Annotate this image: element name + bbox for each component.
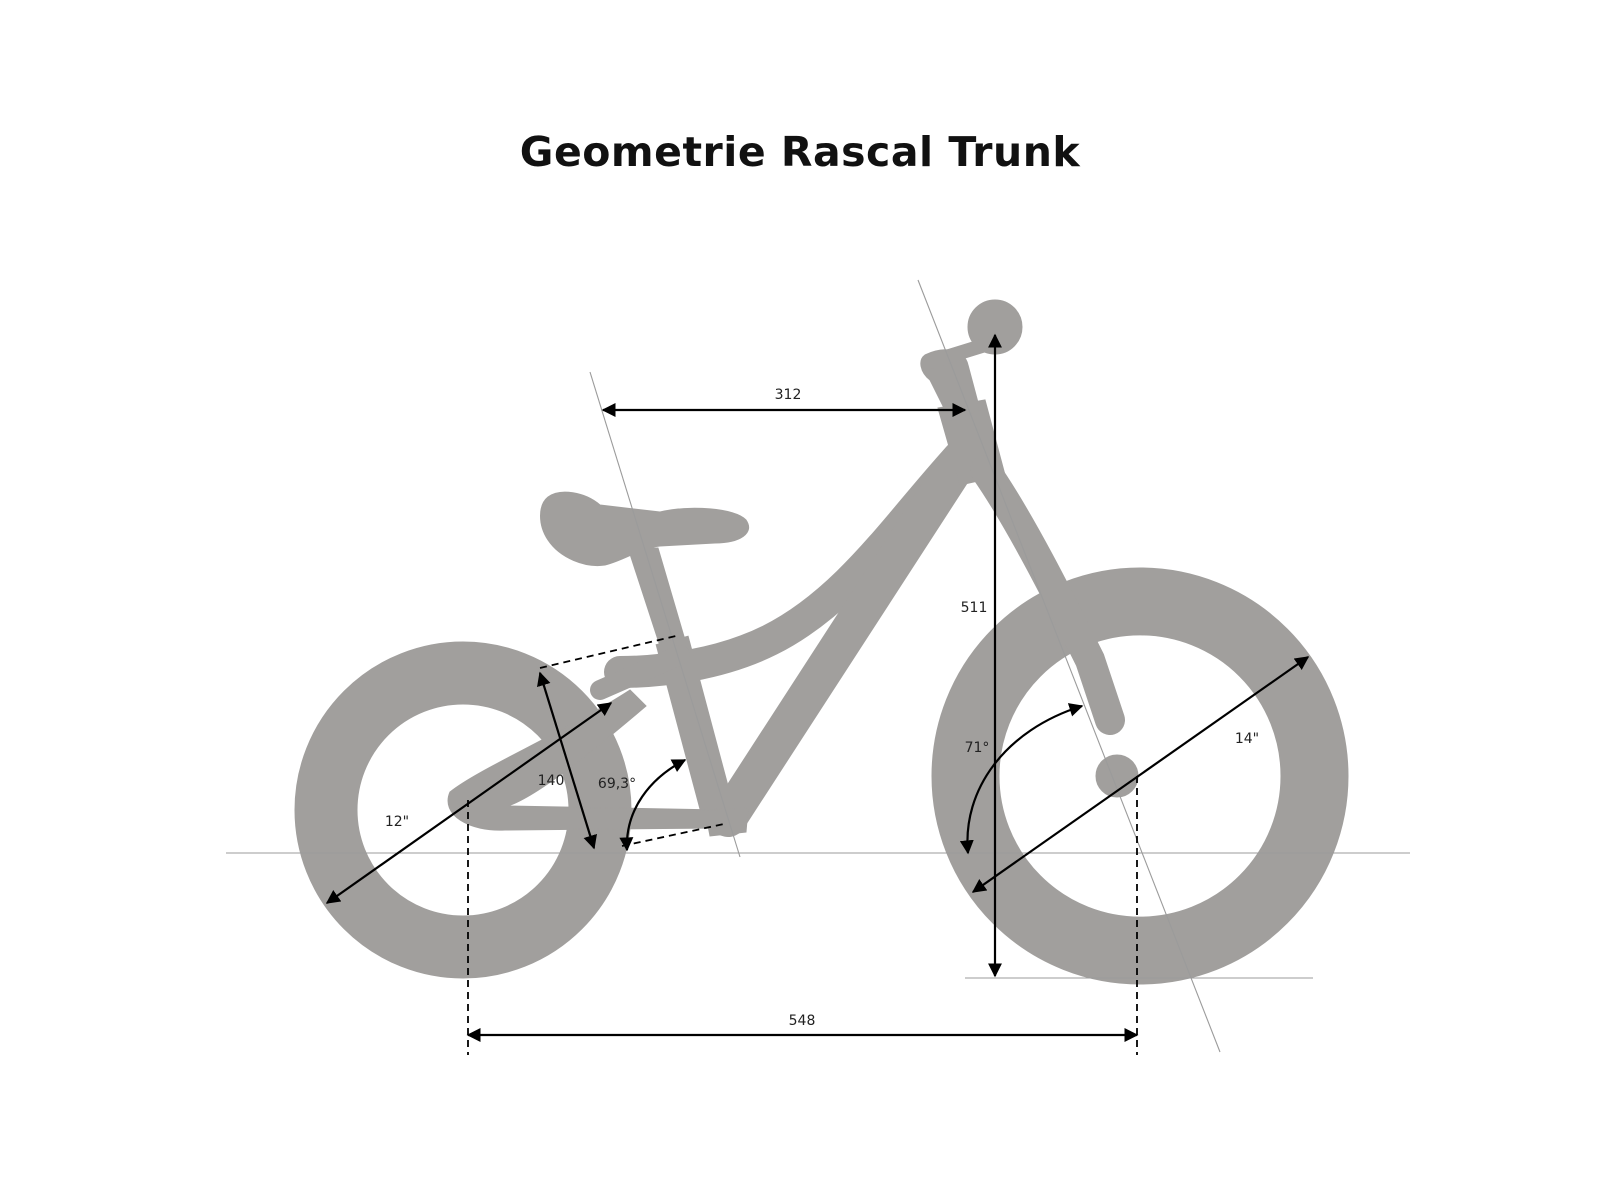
seat-tube-angle-label: 69,3° xyxy=(598,776,636,792)
down-tube xyxy=(709,441,979,837)
dimension-arrows xyxy=(325,333,1310,1042)
seat-tube-angle-arc xyxy=(619,759,687,852)
front-wheel-size-label: 14" xyxy=(1235,731,1259,747)
wheelbase-label: 548 xyxy=(789,1013,816,1029)
page-title: Geometrie Rascal Trunk xyxy=(519,128,1081,176)
seat-tube xyxy=(655,635,737,825)
head-tube-angle-label: 71° xyxy=(965,740,990,756)
seat-stay xyxy=(590,645,690,700)
bike-silhouette xyxy=(294,299,1349,985)
rear-wheel-diameter-arrow xyxy=(325,702,613,904)
handlebar xyxy=(923,338,992,369)
seat-tube-length-label: 140 xyxy=(538,773,565,789)
stack-label: 511 xyxy=(961,600,988,616)
saddle xyxy=(540,491,749,567)
head-tube-angle-arc xyxy=(959,703,1084,855)
seat-tube-axis xyxy=(589,371,741,858)
dimension-labels: 312 511 548 140 69,3° 71° 12" 14" xyxy=(385,387,1259,1029)
rear-wheel-size-label: 12" xyxy=(385,814,409,830)
seat-post xyxy=(627,547,686,647)
reach-label: 312 xyxy=(775,387,802,403)
